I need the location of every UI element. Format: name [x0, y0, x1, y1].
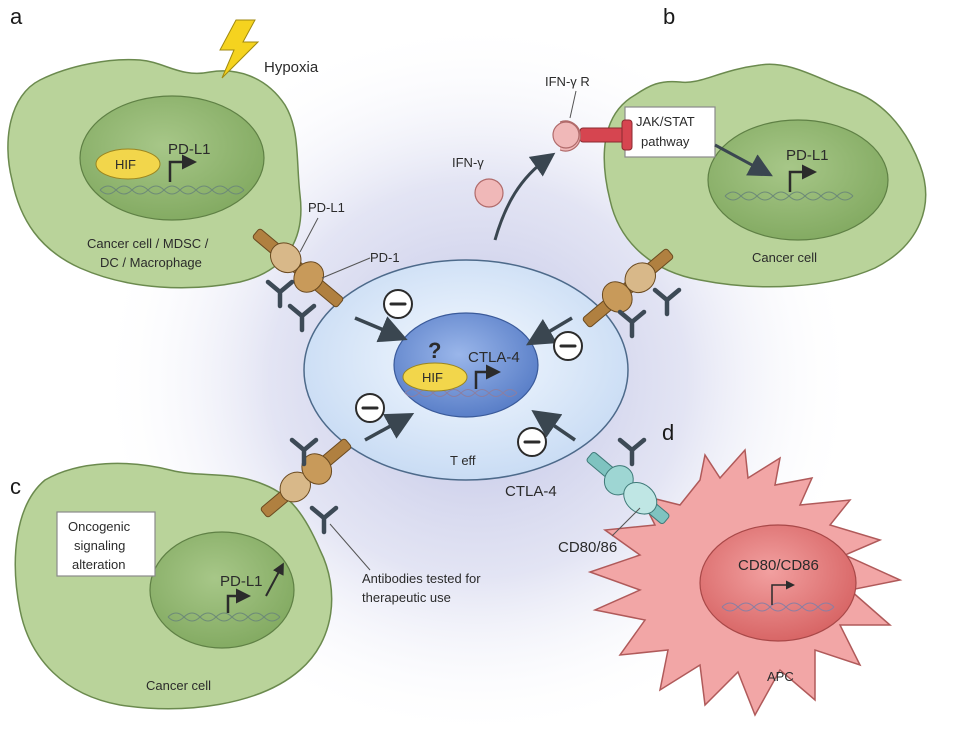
- cancer-cell-a: HIF PD-L1 Cancer cell / MDSC / DC / Macr…: [7, 58, 302, 289]
- cell-b-label: Cancer cell: [752, 250, 817, 265]
- pdl1-gene-label: PD-L1: [168, 141, 211, 158]
- pd1-leader-line: [321, 257, 371, 279]
- cd8086-leader-line: [611, 507, 641, 537]
- hif-protein-teff: [402, 362, 468, 392]
- oncogenic-line2: signaling: [74, 538, 125, 553]
- hif-label-teff: HIF: [422, 370, 443, 385]
- ifng-receptor-label: IFN-γ R: [545, 74, 590, 89]
- antibody-icon: [265, 279, 295, 309]
- transcription-arrow-icon: [168, 154, 197, 182]
- ifng-molecule: [474, 178, 504, 208]
- antibody-icon: [617, 437, 647, 467]
- oncogenic-box: [56, 511, 156, 577]
- transcription-arrow-icon: [771, 580, 795, 605]
- antibodies-label-line1: Antibodies tested for: [362, 571, 481, 586]
- upregulation-arrow-icon: [265, 562, 284, 597]
- cell-a-label-line1: Cancer cell / MDSC /: [87, 236, 209, 251]
- jak-stat-arrow-icon: [714, 143, 773, 177]
- minus-icon: [517, 427, 547, 457]
- hypoxia-label: Hypoxia: [264, 59, 319, 76]
- pd1-pdl1-complex-c: [260, 438, 352, 518]
- ifng-secretion-arrow-icon: [493, 152, 556, 241]
- ifng-receptor-leader-line: [569, 90, 577, 119]
- cancer-cell-b: PD-L1 Cancer cell: [603, 63, 927, 288]
- ctla4-gene-label: CTLA-4: [468, 349, 520, 366]
- pd1-pdl1-complex-b: [582, 248, 674, 328]
- antibody-icon: [617, 309, 647, 339]
- minus-icon: [383, 289, 413, 319]
- ctla4-cd80-complex: [586, 451, 670, 525]
- inhibition-arrow-icon: [531, 410, 576, 442]
- antibody-icon: [309, 505, 339, 535]
- pd1-surface-label: PD-1: [370, 250, 400, 265]
- panel-letter-d: d: [662, 420, 674, 445]
- transcription-arrow-icon: [474, 364, 501, 389]
- t-effector-cell: HIF ? CTLA-4 T eff: [303, 259, 629, 481]
- apc-label: APC: [767, 669, 794, 684]
- oncogenic-line1: Oncogenic: [68, 519, 131, 534]
- cell-c-label: Cancer cell: [146, 678, 211, 693]
- question-mark: ?: [428, 338, 441, 363]
- antibodies-leader-line: [329, 523, 371, 571]
- pdl1-leader-line: [299, 217, 319, 253]
- panel-letter-a: a: [10, 4, 23, 29]
- antibody-icon: [287, 303, 317, 333]
- lightning-icon: [219, 19, 260, 79]
- antibody-icon: [652, 287, 682, 317]
- pdl1-gene-label-c: PD-L1: [220, 573, 263, 590]
- pdl1-surface-label: PD-L1: [308, 200, 345, 215]
- panel-letter-c: c: [10, 474, 21, 499]
- inhibition-arrow-icon: [354, 316, 408, 343]
- hif-protein: [95, 148, 161, 180]
- cd80-cd86-gene-label: CD80/CD86: [738, 557, 819, 574]
- panel-letter-b: b: [663, 4, 675, 29]
- hif-label: HIF: [115, 157, 136, 172]
- cell-a-label-line2: DC / Macrophage: [100, 255, 202, 270]
- minus-icon: [355, 393, 385, 423]
- minus-icon: [553, 331, 583, 361]
- jak-stat-line2: pathway: [641, 134, 690, 149]
- ifng-receptor: [552, 119, 633, 152]
- teff-label: T eff: [450, 453, 476, 468]
- pd1-pdl1-complex-a: [252, 228, 344, 308]
- transcription-arrow-icon: [226, 588, 251, 613]
- cd8086-surface-label: CD80/86: [558, 539, 617, 556]
- antibody-icon: [289, 437, 319, 467]
- inhibition-arrow-icon: [525, 316, 573, 346]
- oncogenic-line3: alteration: [72, 557, 125, 572]
- jak-stat-line1: JAK/STAT: [636, 114, 695, 129]
- jak-stat-box: [624, 106, 716, 158]
- ctla4-surface-label: CTLA-4: [505, 483, 557, 500]
- ifng-label: IFN-γ: [452, 155, 484, 170]
- inhibition-arrow-icon: [364, 412, 415, 442]
- transcription-arrow-icon: [788, 164, 817, 192]
- pdl1-gene-label-b: PD-L1: [786, 147, 829, 164]
- antibodies-label-line2: therapeutic use: [362, 590, 451, 605]
